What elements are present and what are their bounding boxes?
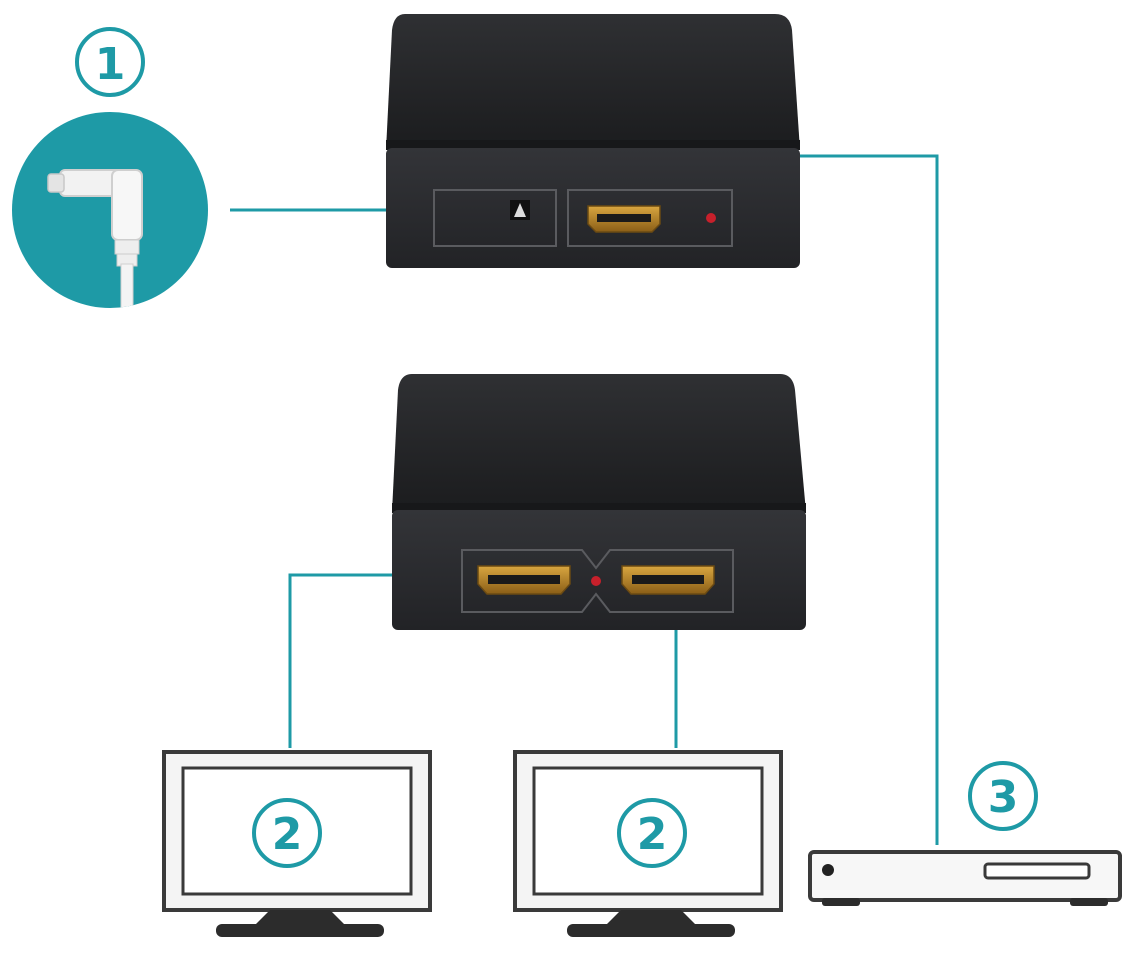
monitor-icon — [513, 750, 783, 937]
step-2-marker-right: 2 — [617, 798, 687, 868]
hdmi-splitter-output-side — [392, 374, 806, 630]
hdmi-port-icon — [477, 565, 571, 595]
step-number-3: 3 — [988, 772, 1019, 823]
step-2-marker-left: 2 — [252, 798, 322, 868]
step-number-2: 2 — [637, 809, 668, 860]
hdmi-splitter-input-side — [386, 14, 800, 268]
status-led-icon — [706, 213, 716, 223]
media-player-icon — [808, 850, 1122, 906]
step-3-marker: 3 — [968, 761, 1038, 831]
power-adapter-icon — [12, 112, 208, 308]
step-number-1: 1 — [95, 39, 126, 90]
step-1-marker: 1 — [75, 27, 145, 97]
hdmi-port-icon — [621, 565, 715, 595]
status-led-icon — [591, 576, 601, 586]
step-number-2: 2 — [272, 809, 303, 860]
dc-power-port — [433, 189, 557, 247]
hdmi-port-icon — [587, 205, 661, 233]
